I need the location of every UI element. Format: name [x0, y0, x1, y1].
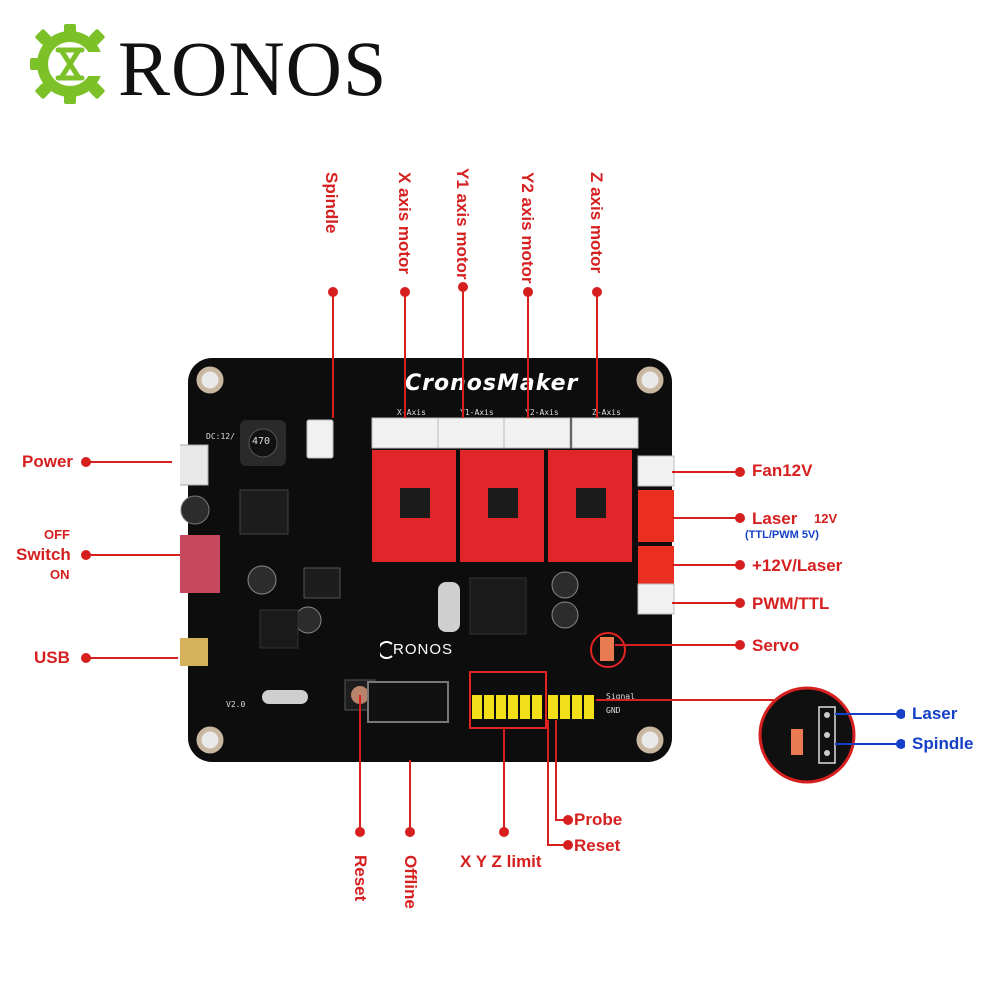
- silk-dc: DC:12/: [206, 432, 235, 441]
- label-pwm-ttl: PWM/TTL: [752, 594, 830, 613]
- jumper-inset: [758, 686, 856, 784]
- label-switch-off: OFF: [44, 527, 70, 542]
- label-12v-laser: +12V/Laser: [752, 556, 843, 575]
- label-laser: Laser: [752, 509, 798, 528]
- silk-z-axis: Z-Axis: [592, 408, 621, 417]
- label-offline: Offline: [401, 855, 420, 909]
- hourglass-gear-icon: [30, 24, 112, 104]
- silk-version: V2.0: [226, 700, 246, 709]
- logo-text: RONOS: [118, 25, 388, 112]
- controller-board: [180, 358, 675, 762]
- label-y2-axis-motor: Y2 axis motor: [518, 172, 537, 284]
- board-logo-icon: [380, 641, 393, 659]
- label-reset-button: Reset: [351, 855, 370, 902]
- label-probe: Probe: [574, 810, 623, 829]
- label-laser-ttl: (TTL/PWM 5V): [745, 529, 819, 541]
- silk-y2-axis: Y2-Axis: [525, 408, 559, 417]
- label-z-axis-motor: Z axis motor: [587, 172, 606, 274]
- silk-x-axis: X-Axis: [397, 408, 426, 417]
- label-usb: USB: [34, 648, 70, 667]
- silk-signal: Signal: [606, 692, 635, 701]
- label-y1-axis-motor: Y1 axis motor: [453, 168, 472, 280]
- label-switch: Switch: [16, 545, 71, 564]
- label-laser-voltage: 12V: [814, 511, 838, 526]
- inset-callouts: [835, 709, 905, 749]
- label-power: Power: [22, 452, 74, 471]
- label-spindle: Spindle: [322, 172, 341, 234]
- label-servo: Servo: [752, 636, 800, 655]
- silk-inductor: 470: [252, 436, 271, 447]
- label-inset-laser: Laser: [912, 704, 958, 723]
- label-reset-pin: Reset: [574, 836, 621, 855]
- silk-y1-axis: Y1-Axis: [460, 408, 494, 417]
- label-switch-on: ON: [50, 567, 70, 582]
- board-silk-brand: RONOS: [393, 641, 454, 658]
- label-inset-spindle: Spindle: [912, 734, 974, 753]
- label-x-axis-motor: X axis motor: [395, 172, 414, 275]
- board-brand: CronosMaker: [405, 371, 579, 396]
- label-xyz-limit: X Y Z limit: [460, 852, 542, 871]
- silk-gnd: GND: [606, 706, 621, 715]
- label-fan12v: Fan12V: [752, 461, 813, 480]
